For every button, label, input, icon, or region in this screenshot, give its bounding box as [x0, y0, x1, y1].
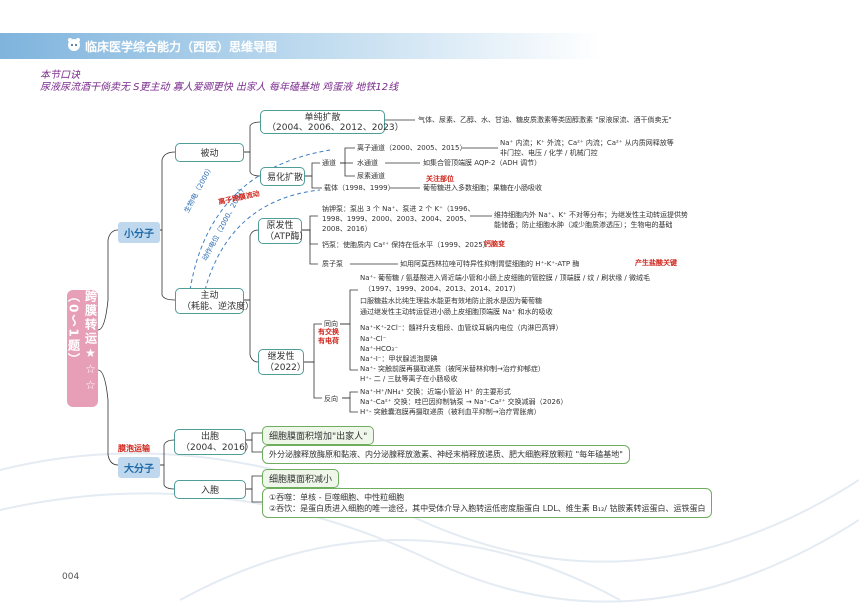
proton-pump-desc: 如用阿莫西林拉唑可特异性抑制胃壁细胞的 H⁺-K⁺-ATP 酶 [400, 260, 580, 268]
antiport-3: H⁺- 突触囊泡膜再摄取递质（被利血平抑制→治疗胃胀病） [360, 408, 541, 416]
carrier-desc: 葡萄糖进入多数细胞；果糖在小肠吸收 [423, 184, 542, 192]
endocytosis-line-1: 细胞膜面积减小 [262, 469, 340, 488]
symport-7: Na⁺-HCO₃⁻ [360, 345, 398, 353]
primary-label: 原发性 [266, 221, 294, 231]
header-title: 临床医学综合能力（西医）思维导图 [85, 40, 278, 54]
note-attention-site: 关注部位 [426, 175, 454, 183]
proton-pump: 质子泵 [322, 260, 343, 268]
active-label: 主动 [200, 291, 219, 301]
exocytosis-years: （2004、2016） [181, 443, 254, 453]
opposite-direction-label: 反向 [324, 395, 338, 403]
exocytosis-line-2: 外分泌腺释放酶原和黏液、内分泌腺释放激素、神经末梢释放递质、肥大细胞释放颗粒 "… [262, 445, 630, 464]
node-secondary-active: 继发性 （2022） [258, 349, 306, 375]
urea-channel: 尿素通道 [357, 172, 385, 180]
channel-label: 通道 [322, 159, 336, 167]
mnemonic-heading: 本节口诀 [40, 70, 80, 81]
same-direction-label: 同向 [324, 320, 338, 328]
water-channel-desc: 如集合管顶端膜 AQP-2（ADH 调节） [423, 159, 542, 167]
category-large-molecule: 大分子 [118, 457, 160, 478]
node-passive: 被动 [175, 143, 244, 162]
calcium-pump: 钙泵：使胞质内 Ca²⁺ 保持在低水平（1999、2025） [322, 241, 490, 249]
root-topic: 跨膜转运★☆☆（0～1题） [67, 290, 98, 407]
sodium-pump-desc-2: 能储备；防止细胞水肿（减少胞质渗透压）；生物电的基础 [494, 221, 673, 229]
secondary-years: （2022） [265, 363, 306, 373]
node-simple-diffusion: 单纯扩散 （2004、2006、2012、2023） [260, 110, 404, 134]
symport-5: Na⁺-K⁺-2Cl⁻：髓袢升支粗段、血管纹耳蜗内电位（内淋巴高钾） [360, 324, 563, 332]
proton-pump-note: 产生盐酸关键 [635, 259, 677, 267]
endocytosis-line-2: ①吞噬：单核 - 巨噬细胞、中性粒细胞 [269, 493, 405, 502]
symport-2: （1997、1999、2004、2013、2014、2017） [364, 285, 520, 293]
endocytosis-line-3: ②吞饮：是蛋白质进入细胞的唯一途径，其中受体介导入胞转运低密度脂蛋白 LDL、维… [269, 504, 706, 513]
node-active: 主动 （耗能、逆浓度） [175, 288, 255, 314]
symport-1: Na⁺- 葡萄糖 / 氨基酸进入肾近端小管和小肠上皮细胞的管腔膜 / 顶端膜 /… [360, 274, 651, 282]
calcium-pump-note: 钙脑变 [484, 240, 505, 248]
note-same-direction: 有交换 有电荷 [318, 328, 339, 345]
carrier: 载体（1998、1999） [324, 184, 395, 192]
sodium-pump-desc-1: 维持细胞内外 Na⁺、K⁺ 不对等分布；为继发性主动转运提供势 [494, 211, 688, 219]
sodium-pump-3: 2008、2016） [322, 225, 372, 233]
category-small-molecule: 小分子 [118, 222, 160, 243]
exocytosis-line-1: 细胞膜面积增加"出家人" [262, 426, 375, 445]
symport-9: Na⁺- 突触前膜再摄取递质（被阿米替林抑制→治疗抑郁症） [360, 365, 545, 373]
antiport-1: Na⁺-H⁺/NH₄⁺ 交换：近端小管泌 H⁺ 的主要形式 [360, 388, 511, 396]
simple-diffusion-desc: 气体、尿素、乙醇、水、甘油、糖皮质激素等类固醇激素 "尿液尿流、酒干倘卖无" [418, 116, 672, 124]
node-endocytosis: 入胞 [174, 480, 246, 499]
sodium-pump-1: 钠钾泵：泵出 3 个 Na⁺、泵进 2 个 K⁺（1996、 [322, 205, 475, 213]
symport-4: 通过继发性主动转运促进小肠上皮细胞顶端膜 Na⁺ 和水的吸收 [360, 308, 553, 316]
symport-6: Na⁺-Cl⁻ [360, 335, 387, 343]
endocytosis-lines: ①吞噬：单核 - 巨噬细胞、中性粒细胞 ②吞饮：是蛋白质进入细胞的唯一途径，其中… [262, 488, 713, 518]
node-exocytosis: 出胞 （2004、2016） [174, 429, 254, 455]
symport-10: H⁺- 二 / 三肽等离子在小肠吸收 [360, 375, 458, 383]
secondary-label: 继发性 [267, 352, 295, 362]
note-vesicle-transport: 膜泡运输 [118, 444, 150, 453]
water-channel: 水通道 [357, 159, 378, 167]
bear-logo-icon [68, 38, 80, 51]
symport-8: Na⁺-I⁻：甲状腺滤泡聚碘 [360, 355, 438, 363]
page-number: 004 [62, 572, 80, 582]
simple-diffusion-label: 单纯扩散 [304, 113, 341, 123]
active-sub: （耗能、逆浓度） [182, 302, 255, 312]
ion-channel-desc-1: Na⁺ 内流；K⁺ 外流；Ca²⁺ 内流；Ca²⁺ 从内质网释放等 [500, 139, 674, 147]
simple-diffusion-years: （2004、2006、2012、2023） [267, 123, 404, 133]
antiport-2: Na⁺-Ca²⁺ 交换：哇巴因抑制钠泵 → Na⁺-Ca²⁺ 交换减弱（2026… [360, 398, 568, 406]
sodium-pump-2: 1998、1999、2000、2003、2004、2005、 [322, 215, 471, 223]
mnemonic-text: 尿液尿流酒干倘卖无 S更主动 寡人爱卿更快 出家人 每年磕基地 鸡蛋液 地铁12… [40, 82, 399, 93]
primary-sub: （ATP酶） [265, 232, 309, 242]
ion-channel: 离子通道（2000、2005、2015） [357, 144, 467, 152]
ion-channel-desc-2: 非门控、电压 / 化学 / 机械门控 [500, 149, 598, 157]
exocytosis-label: 出胞 [200, 432, 219, 442]
node-facilitated-diffusion: 易化扩散 [260, 167, 305, 186]
symport-3: 口服糖盐水比纯生理盐水能更有效地防止脱水是因为葡萄糖 [360, 297, 542, 305]
header-bar [0, 33, 859, 59]
node-primary-active: 原发性 （ATP酶） [258, 218, 309, 244]
